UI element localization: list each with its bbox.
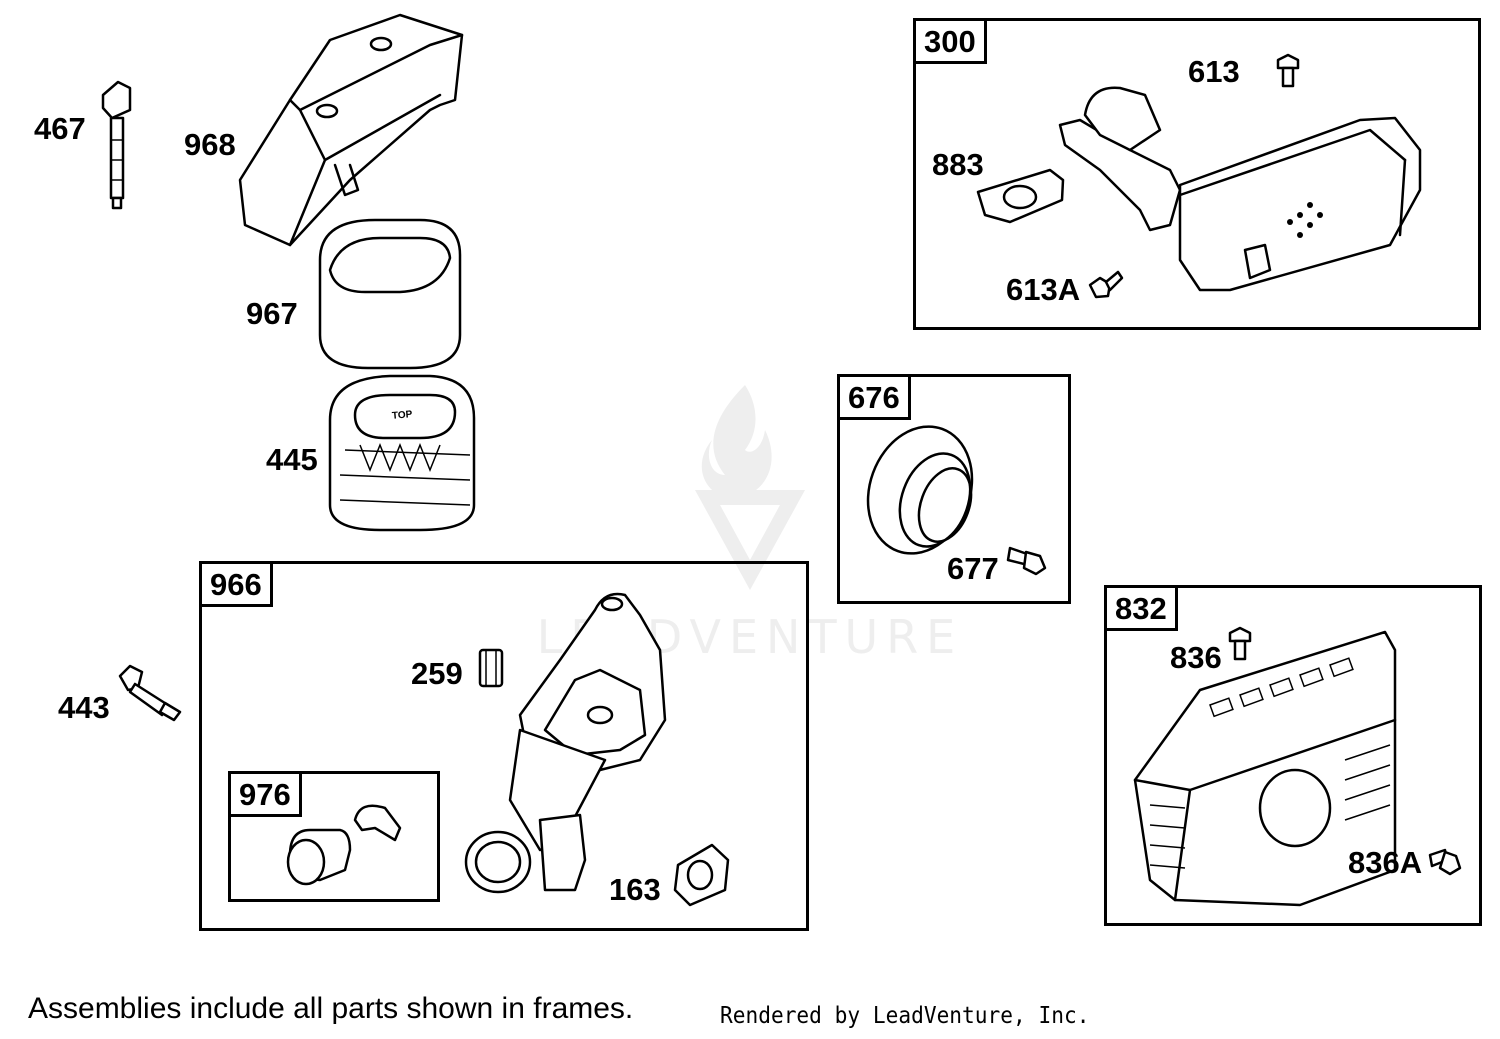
frame-label-966[interactable]: 966 xyxy=(199,561,273,607)
filter-top-mark: TOP xyxy=(391,409,413,422)
frame-832: 832 xyxy=(1104,585,1482,926)
adapter-676-drawing xyxy=(866,425,974,555)
part-label-163[interactable]: 163 xyxy=(609,872,661,907)
frame-label-976[interactable]: 976 xyxy=(228,771,302,817)
frame-label-832[interactable]: 832 xyxy=(1104,585,1178,631)
part-label-677[interactable]: 677 xyxy=(947,551,999,586)
part-label-613A[interactable]: 613A xyxy=(1006,272,1081,307)
elbow-kit-drawing xyxy=(286,804,402,886)
frame-300: 300 xyxy=(913,18,1481,330)
air-filter-drawing xyxy=(328,374,476,532)
frame-label-676[interactable]: 676 xyxy=(837,374,911,420)
part-label-467[interactable]: 467 xyxy=(34,111,86,146)
part-label-613[interactable]: 613 xyxy=(1188,54,1240,89)
part-label-259[interactable]: 259 xyxy=(411,656,463,691)
part-label-968[interactable]: 968 xyxy=(184,127,236,162)
part-label-445[interactable]: 445 xyxy=(266,442,318,477)
muffler-guard-drawing xyxy=(1133,630,1397,907)
frame-976: 976 xyxy=(228,771,440,902)
frame-966: 966 xyxy=(199,561,809,931)
part-label-836A[interactable]: 836A xyxy=(1348,845,1423,880)
part-label-836[interactable]: 836 xyxy=(1170,640,1222,675)
gasket-883-drawing xyxy=(976,168,1065,224)
watermark-logo-icon xyxy=(695,385,805,590)
bolt-836-drawing xyxy=(1228,626,1252,661)
dipstick-drawing xyxy=(101,80,132,210)
frame-label-300[interactable]: 300 xyxy=(913,18,987,64)
assemblies-footnote: Assemblies include all parts shown in fr… xyxy=(28,992,634,1025)
bolt-836A-drawing xyxy=(1428,848,1462,876)
gasket-163-drawing xyxy=(673,843,730,907)
bolt-613-drawing xyxy=(1276,53,1300,88)
pre-cleaner-drawing xyxy=(318,218,462,370)
frame-676: 676 xyxy=(837,374,1071,604)
bolt-677-drawing xyxy=(1006,546,1047,576)
render-credit: Rendered by LeadVenture, Inc. xyxy=(720,1003,1090,1029)
intake-elbow-drawing xyxy=(464,592,667,894)
spacer-259-drawing xyxy=(478,648,504,688)
part-label-443[interactable]: 443 xyxy=(58,690,110,725)
bolt-443-drawing xyxy=(118,664,182,722)
muffler-drawing xyxy=(1058,86,1422,292)
part-label-967[interactable]: 967 xyxy=(246,296,298,331)
air-cleaner-cover-drawing xyxy=(238,13,464,247)
bolt-613A-drawing xyxy=(1088,270,1124,299)
part-label-883[interactable]: 883 xyxy=(932,147,984,182)
